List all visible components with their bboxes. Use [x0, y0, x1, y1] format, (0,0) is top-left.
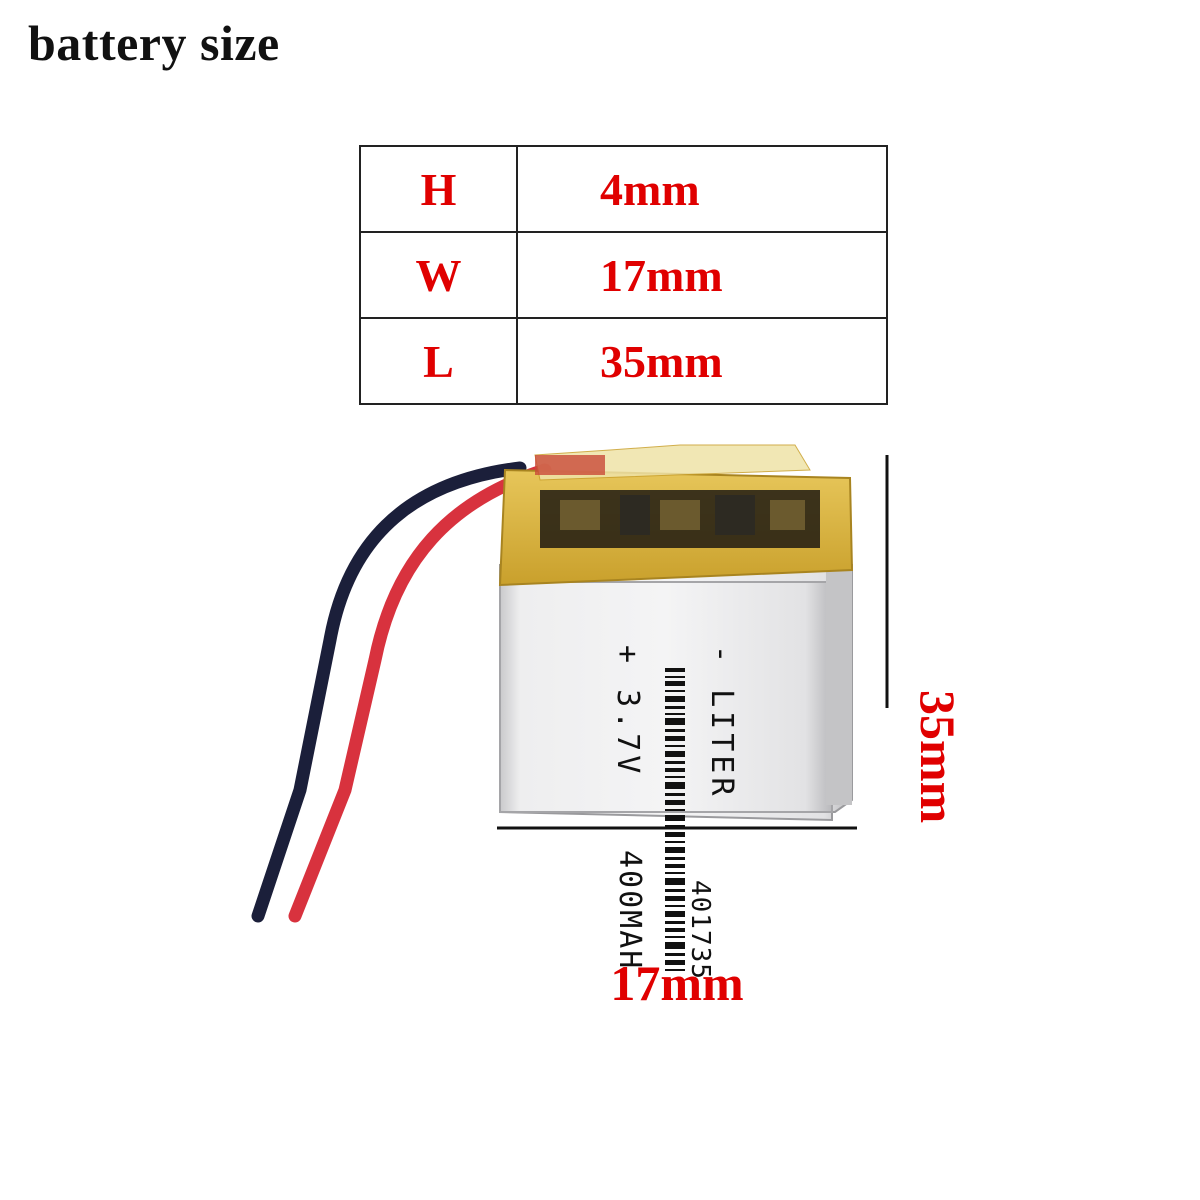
cell-model-label: 401735 — [685, 880, 715, 980]
table-row: W 17mm — [359, 231, 888, 319]
width-measurement-label: 17mm — [610, 955, 743, 1011]
dimension-value: 35mm — [516, 317, 888, 405]
cell-brand-label: - LITER — [704, 645, 739, 799]
barcode-icon — [665, 668, 685, 971]
dimension-value: 17mm — [516, 231, 888, 319]
black-wire — [251, 461, 527, 923]
cell-voltage-label: + 3.7V — [610, 645, 645, 777]
dimension-key: L — [359, 317, 518, 405]
length-measurement-label: 35mm — [910, 690, 966, 823]
page-title: battery size — [28, 15, 280, 71]
table-row: H 4mm — [359, 145, 888, 233]
dimension-key: H — [359, 145, 518, 233]
dimensions-table: H 4mm W 17mm L 35mm — [359, 145, 888, 405]
dimension-value: 4mm — [516, 145, 888, 233]
dimension-key: W — [359, 231, 518, 319]
table-row: L 35mm — [359, 317, 888, 405]
cell-capacity-label: 400MAH — [612, 850, 647, 970]
